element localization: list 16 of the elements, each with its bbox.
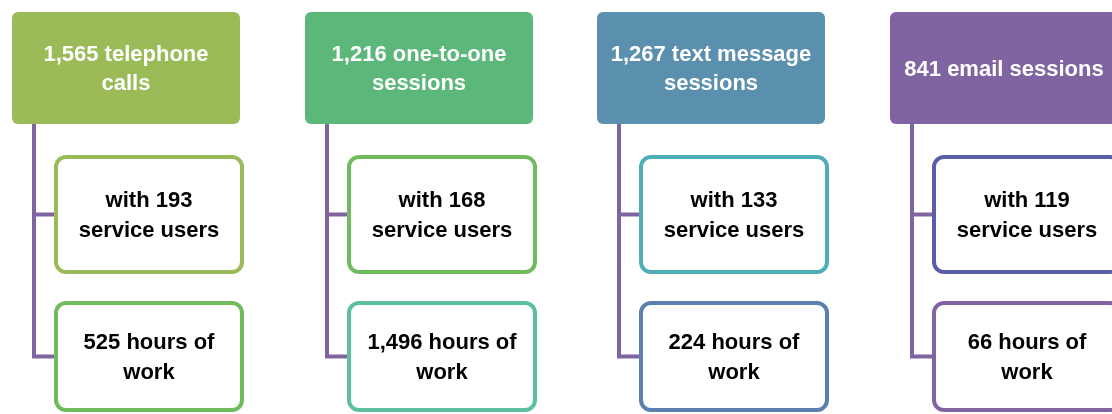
connector-line	[617, 124, 639, 359]
connector-line	[910, 124, 932, 359]
category-header-box: 1,565 telephone calls	[12, 12, 240, 124]
category-header-box: 841 email sessions	[890, 12, 1112, 124]
stat-box: with 193 service users	[54, 155, 244, 274]
connector-line	[325, 124, 347, 359]
stat-box: 525 hours of work	[54, 301, 244, 412]
category-header-box: 1,267 text message sessions	[597, 12, 825, 124]
stat-box: 224 hours of work	[639, 301, 829, 412]
connector-line	[32, 124, 54, 359]
stat-box: 66 hours of work	[932, 301, 1112, 412]
category-header-box: 1,216 one-to-one sessions	[305, 12, 533, 124]
stat-box: with 119 service users	[932, 155, 1112, 274]
stat-box: with 168 service users	[347, 155, 537, 274]
stat-box: with 133 service users	[639, 155, 829, 274]
stat-box: 1,496 hours of work	[347, 301, 537, 412]
